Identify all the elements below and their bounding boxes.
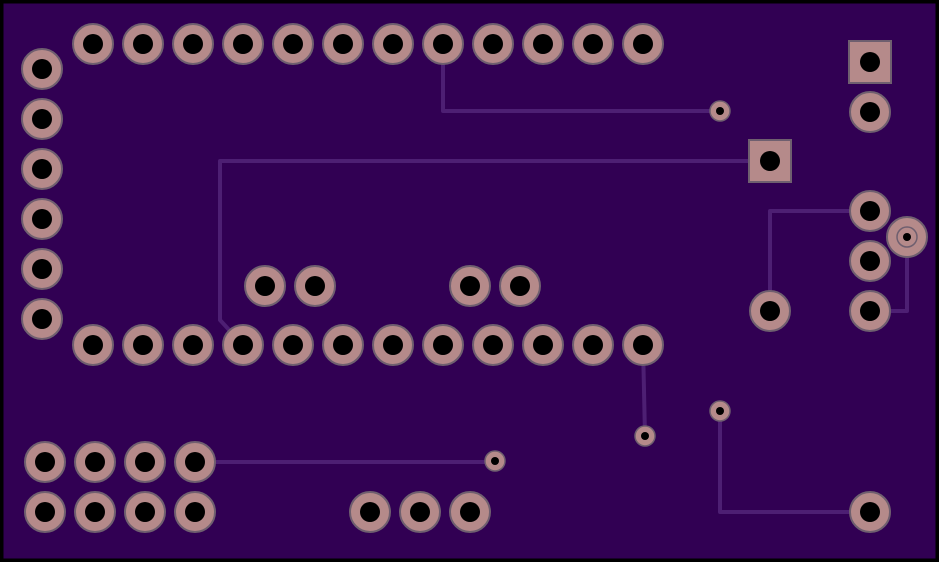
header-top-row [72, 23, 664, 65]
header-left-column-drill-4 [32, 209, 52, 229]
header-top-row-drill-1 [83, 34, 103, 54]
header-left-column-drill-2 [32, 109, 52, 129]
grid-connector-drill-1 [35, 452, 55, 472]
grid-connector-drill-7 [135, 502, 155, 522]
via-drill-2 [716, 407, 724, 415]
via-drill-1 [716, 107, 724, 115]
header-bottom-row-drill-9 [483, 335, 503, 355]
grid-connector-drill-4 [185, 452, 205, 472]
regulator-pad [748, 139, 792, 332]
trace-1 [441, 42, 722, 113]
header-top-row-drill-8 [433, 34, 453, 54]
jumper-pair-right [449, 265, 541, 307]
header-bottom-row-drill-5 [283, 335, 303, 355]
grid-connector-drill-5 [35, 502, 55, 522]
header-bottom-row-drill-12 [633, 335, 653, 355]
header-top-row-drill-3 [183, 34, 203, 54]
jumper-pair-left-drill-2 [305, 276, 325, 296]
three-pin-connector-drill-3 [460, 502, 480, 522]
single-pad [849, 491, 891, 533]
three-pin-connector-drill-1 [360, 502, 380, 522]
header-top-row-drill-12 [633, 34, 653, 54]
regulator-pad-drill-2 [760, 301, 780, 321]
grid-connector-drill-8 [185, 502, 205, 522]
header-left-column [21, 48, 63, 340]
header-top-row-drill-5 [283, 34, 303, 54]
header-top-row-drill-9 [483, 34, 503, 54]
grid-connector [24, 441, 216, 533]
header-bottom-row-drill-10 [533, 335, 553, 355]
single-pad-drill-1 [860, 502, 880, 522]
sensor-connector-drill-2 [860, 251, 880, 271]
power-connector-drill-2 [860, 102, 880, 122]
trace-3 [768, 209, 872, 313]
jumper-pair-left [244, 265, 336, 307]
header-bottom-row-drill-7 [383, 335, 403, 355]
sensor-connector-drill-3 [860, 301, 880, 321]
header-left-column-drill-3 [32, 159, 52, 179]
jumper-pair-left-drill-1 [255, 276, 275, 296]
vias [484, 100, 918, 472]
header-left-column-drill-6 [32, 309, 52, 329]
header-bottom-row-drill-8 [433, 335, 453, 355]
three-pin-connector [349, 491, 491, 533]
grid-connector-drill-2 [85, 452, 105, 472]
trace-7 [718, 409, 872, 514]
three-pin-connector-drill-2 [410, 502, 430, 522]
via-holes [484, 100, 918, 472]
component-pads [21, 23, 928, 533]
header-top-row-drill-2 [133, 34, 153, 54]
header-bottom-row-drill-6 [333, 335, 353, 355]
power-connector [848, 40, 892, 133]
regulator-pad-drill-1 [760, 151, 780, 171]
sensor-connector-drill-1 [860, 201, 880, 221]
header-top-row-drill-6 [333, 34, 353, 54]
via-drill-4 [491, 457, 499, 465]
power-connector-drill-1 [860, 52, 880, 72]
header-top-row-drill-10 [533, 34, 553, 54]
header-top-row-drill-7 [383, 34, 403, 54]
header-bottom-row-drill-11 [583, 335, 603, 355]
header-bottom-row-drill-2 [133, 335, 153, 355]
jumper-pair-right-drill-2 [510, 276, 530, 296]
header-top-row-drill-4 [233, 34, 253, 54]
via-drill-5 [903, 233, 911, 241]
header-top-row-drill-11 [583, 34, 603, 54]
header-left-column-drill-5 [32, 259, 52, 279]
grid-connector-drill-6 [85, 502, 105, 522]
header-bottom-row-drill-4 [233, 335, 253, 355]
header-bottom-row-drill-3 [183, 335, 203, 355]
jumper-pair-right-drill-1 [460, 276, 480, 296]
header-bottom-row [72, 324, 664, 366]
grid-connector-drill-3 [135, 452, 155, 472]
header-bottom-row-drill-1 [83, 335, 103, 355]
via-drill-3 [641, 432, 649, 440]
header-left-column-drill-1 [32, 59, 52, 79]
power-connector-pad-1 [848, 40, 892, 84]
